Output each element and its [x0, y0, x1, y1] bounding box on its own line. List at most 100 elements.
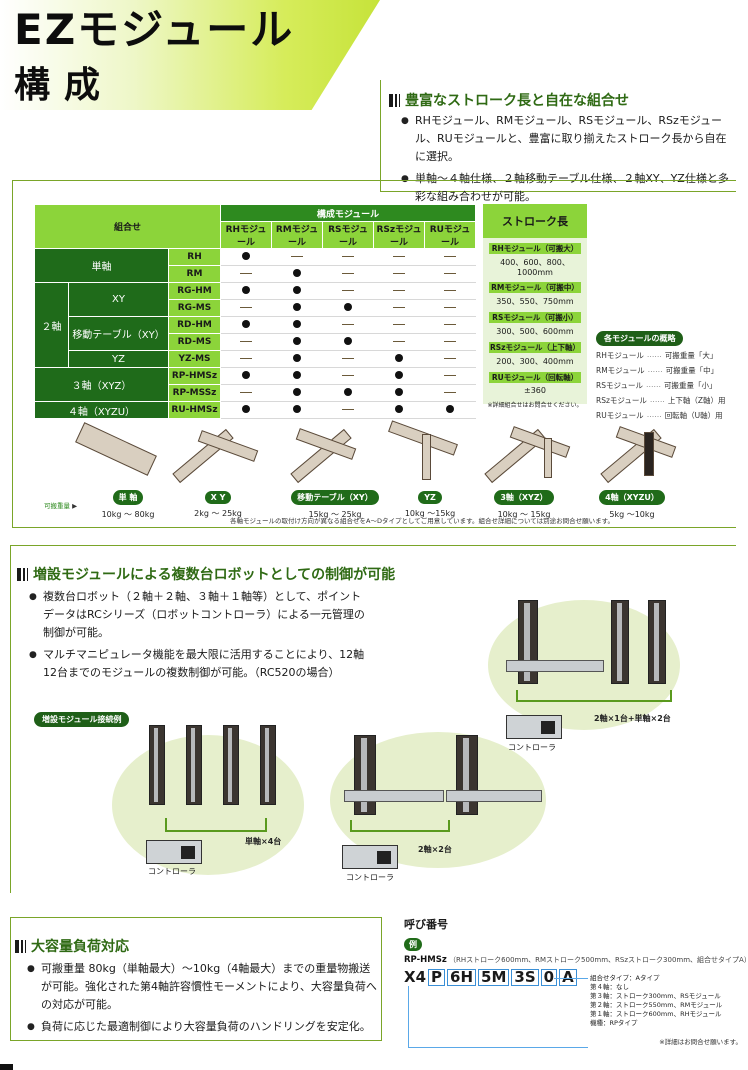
included-dot-icon: [242, 285, 250, 294]
table-cell: [220, 316, 272, 334]
module-name: RHモジュール: [596, 351, 644, 360]
included-dot-icon: [293, 268, 301, 277]
config-name: X Y: [204, 491, 232, 504]
config-payload: 10kg ～15kg: [404, 509, 456, 518]
controller-label: コントローラ: [148, 867, 196, 876]
bullet-item: RHモジュール、RMモジュール、RSモジュール、RSzモジュール、RUモジュール…: [401, 112, 731, 166]
table-cell: [424, 316, 476, 334]
bullet-list: 可搬重量 80kg（単軸最大）～10kg（4軸最大）までの重量物搬送が可能。強化…: [27, 956, 377, 1036]
table-row: ２軸 XY RG-HM: [34, 282, 476, 368]
not-included-dash-icon: [342, 323, 354, 326]
code-segment: 6H: [447, 968, 477, 986]
code-legend: 組合せタイプ：Aタイプ 第４軸：なし 第３軸：ストローク300mm、RSモジュー…: [590, 974, 722, 1028]
bullet-item: 単軸～４軸仕様、２軸移動テーブル仕様、２軸XY、YZ仕様と多彩な組み合わせが可能…: [401, 170, 731, 206]
table-cell: [322, 316, 374, 334]
section-heading: 大容量負荷対応: [15, 936, 129, 956]
row-code: RH: [168, 248, 221, 266]
stroke-label: RUモジュール（回転軸）: [489, 372, 581, 383]
leader-line: [408, 986, 409, 1048]
table-cell: [220, 299, 272, 317]
cable-line: [350, 820, 450, 832]
row-code: RP-HMSz: [168, 367, 221, 385]
table-cell: [271, 299, 323, 317]
leader-line: [408, 1047, 588, 1048]
combination-table: 組合せ 構成モジュール RHモジュール RMモジュール RSモジュール RSzモ…: [34, 204, 476, 419]
row-code: RG-MS: [168, 299, 221, 317]
stroke-note: ※詳細組合せはお問合せください。: [487, 402, 583, 409]
single-axis-module-icon: [611, 600, 629, 684]
col-rh: RHモジュール: [220, 221, 272, 249]
config-payload: 5kg ～10kg: [609, 510, 655, 519]
cable-line: [516, 690, 672, 702]
overview-row: RSモジュール……可搬重量「小」: [596, 380, 717, 390]
section-heading: 増設モジュールによる複数台ロボットとしての制御が可能: [17, 564, 395, 584]
bullet-item: 複数台ロボット（２軸＋２軸、３軸＋１軸等）として、ポイントデータはRCシリーズ（…: [29, 588, 369, 642]
overview-heading: 各モジュールの概略: [596, 331, 684, 346]
page-title: EZモジュール: [14, 5, 295, 54]
table-cell: [220, 401, 272, 419]
not-included-dash-icon: [342, 357, 354, 360]
code-prefix: X4: [404, 968, 427, 986]
included-dot-icon: [395, 370, 403, 379]
table-cell: [373, 316, 425, 334]
row-code: RG-HM: [168, 282, 221, 300]
four-axis-illustration: [596, 420, 686, 484]
model-line: RP-HMSz （RHストローク600mm、RMストローク500mm、RSzスト…: [404, 955, 748, 965]
table-cell: [271, 333, 323, 351]
stroke-length-panel: ストローク長 RHモジュール（可搬大） 400、600、800、1000mm R…: [483, 204, 587, 409]
code-segment: A: [559, 968, 577, 986]
table-cell: [271, 282, 323, 300]
controller-label: コントローラ: [508, 743, 556, 752]
config-item: 3軸（XYZ）10kg ～ 15kg: [486, 485, 562, 520]
section-heading: 豊富なストローク長と自在な組合せ: [389, 90, 629, 110]
config-name: 3軸（XYZ）: [494, 490, 554, 505]
stroke-label: RSモジュール（可搬小）: [489, 312, 581, 323]
not-included-dash-icon: [393, 306, 405, 309]
table-row: RP-MSSz: [35, 384, 476, 402]
controller-icon: [506, 715, 562, 739]
legend-item: 第３軸：ストローク300mm、RSモジュール: [590, 992, 721, 1000]
not-included-dash-icon: [342, 289, 354, 292]
feature-load-box: 大容量負荷対応 可搬重量 80kg（単軸最大）～10kg（4軸最大）までの重量物…: [10, 917, 382, 1041]
table-cell: [322, 248, 374, 266]
group-moving-table: 移動テーブル（XY）: [68, 316, 169, 351]
feature-multi-box: 増設モジュールによる複数台ロボットとしての制御が可能 複数台ロボット（２軸＋２軸…: [10, 545, 736, 893]
row-code: RD-HM: [168, 316, 221, 334]
row-code: RP-MSSz: [168, 384, 221, 402]
model-name: RP-HMSz: [404, 955, 447, 965]
table-cell: [322, 265, 374, 283]
table-cell: [220, 265, 272, 283]
leader-line: [554, 978, 588, 979]
module-name: RSzモジュール: [596, 396, 647, 405]
table-cell: [424, 248, 476, 266]
table-cell: [373, 350, 425, 368]
module-desc: 可搬重量「小」: [663, 381, 717, 390]
stroke-value: 350、550、750mm: [496, 297, 574, 306]
row-code: YZ-MS: [168, 350, 221, 368]
legend-item: 第４軸：なし: [590, 983, 629, 991]
included-dot-icon: [242, 319, 250, 328]
page-subtitle: 構成: [14, 65, 115, 106]
not-included-dash-icon: [444, 391, 456, 394]
table-cell: [373, 367, 425, 385]
controller-icon: [146, 840, 202, 864]
table-cell: [373, 384, 425, 402]
not-included-dash-icon: [444, 306, 456, 309]
heading-text: 豊富なストローク長と自在な組合せ: [405, 93, 629, 109]
part-number-note: ※詳細はお問合せ願います。: [659, 1038, 742, 1046]
connection-example-label: 増設モジュール接続例: [34, 712, 130, 727]
table-corner: 組合せ: [34, 204, 221, 249]
table-cell: [322, 350, 374, 368]
module-desc: 可搬重量「中」: [665, 366, 719, 375]
included-dot-icon: [293, 319, 301, 328]
included-dot-icon: [293, 302, 301, 311]
heading-bars-icon: [17, 567, 28, 581]
diagram-caption: 2軸×2台: [418, 845, 452, 854]
hero-banner: [0, 0, 380, 110]
moving-table-illustration: [286, 420, 376, 484]
module-name: RMモジュール: [596, 366, 645, 375]
included-dot-icon: [395, 353, 403, 362]
